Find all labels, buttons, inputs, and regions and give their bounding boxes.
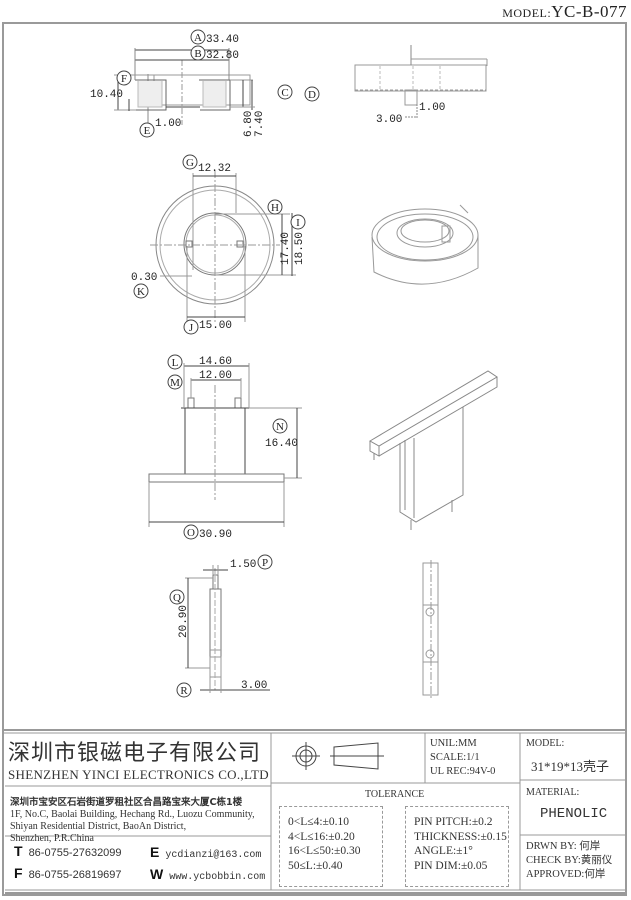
- dim-H: 17.40: [280, 232, 292, 265]
- email-icon: E: [150, 844, 160, 860]
- label-G: G: [186, 157, 194, 169]
- dim-P: 1.50: [230, 559, 256, 571]
- top-view: [150, 170, 296, 322]
- dim-D: 7.40: [254, 111, 266, 137]
- dim-C: 6.80: [243, 111, 255, 137]
- tolerance-row: PIN DIM:±0.05: [414, 859, 488, 872]
- clip-side-view: [185, 565, 270, 693]
- fax-number: 86-0755-26819697: [28, 869, 122, 881]
- model-prefix: MODEL:: [502, 6, 552, 20]
- title-block-grid: [4, 729, 625, 894]
- dim-pin-width: 1.00: [419, 102, 445, 114]
- dim-F: 10.40: [90, 89, 123, 101]
- label-F: F: [121, 73, 127, 85]
- phone-icon: T: [14, 843, 23, 859]
- fax-icon: F: [14, 865, 23, 881]
- dim-E: 1.00: [155, 118, 181, 130]
- label-R: R: [180, 685, 188, 697]
- company-name-cn: 深圳市银磁电子有限公司: [8, 741, 262, 766]
- label-L: L: [172, 357, 179, 369]
- drawing-frame: [2, 22, 627, 896]
- address-line-1: 1F, No.C, Baolai Building, Hechang Rd., …: [10, 809, 255, 820]
- label-B: B: [194, 48, 201, 60]
- tolerance-title: TOLERANCE: [365, 789, 425, 800]
- dim-I: 18.50: [294, 232, 306, 265]
- label-H: H: [271, 202, 279, 214]
- drawn-by: DRWN BY: 何岸: [526, 841, 601, 852]
- label-D: D: [308, 89, 316, 101]
- label-Q: Q: [173, 592, 181, 604]
- fax-line: F 86-0755-26819697: [14, 865, 122, 881]
- address-line-2: Shiyan Residential District, BaoAn Distr…: [10, 821, 187, 832]
- company-name-en: SHENZHEN YINCI ELECTRONICS CO.,LTD: [8, 767, 269, 782]
- ring-isometric: [371, 204, 479, 285]
- callout-labels: [116, 29, 320, 698]
- model-label: MODEL:: [526, 738, 565, 749]
- dim-K: 0.30: [131, 272, 157, 284]
- clip-isometric: [368, 370, 498, 530]
- tolerance-misc: PIN PITCH:±0.2 THICKNESS:±0.15 ANGLE:±1°…: [405, 806, 509, 887]
- tolerance-row: 16<L≤50:±0.30: [288, 845, 361, 857]
- material-label: MATERIAL:: [526, 787, 580, 798]
- tolerance-row: PIN PITCH:±0.2: [414, 816, 493, 828]
- address-line-3: Shenzhen, P.R.China: [10, 833, 94, 844]
- clip-side-view-2: [422, 560, 439, 700]
- website[interactable]: www.ycbobbin.com: [169, 872, 266, 883]
- label-E: E: [144, 125, 151, 137]
- label-J: J: [189, 322, 194, 334]
- dim-N: 16.40: [265, 438, 298, 450]
- model-header: MODEL:YC-B-077: [502, 2, 627, 22]
- dim-R: 3.00: [241, 680, 267, 692]
- scale: SCALE:1/1: [430, 752, 480, 763]
- projection-symbol-icon: [292, 742, 384, 770]
- dim-O: 30.90: [199, 529, 232, 541]
- dim-Q: 20.90: [178, 605, 190, 638]
- label-O: O: [187, 527, 195, 539]
- label-C: C: [281, 87, 288, 99]
- tolerance-length: 0<L≤4:±0.10 4<L≤16:±0.20 16<L≤50:±0.30 5…: [279, 806, 383, 887]
- tolerance-row: ANGLE:±1°: [414, 845, 473, 857]
- model-value: YC-B-077: [551, 2, 627, 21]
- dim-G: 12.32: [198, 163, 231, 175]
- ul-rec: UL REC:94V-0: [430, 766, 496, 777]
- tolerance-row: 0<L≤4:±0.10: [288, 816, 349, 828]
- dim-pin-length: 3.00: [376, 114, 402, 126]
- label-P: P: [262, 557, 268, 569]
- unit-info: UNIL:MM SCALE:1/1 UL REC:94V-0: [430, 737, 495, 779]
- sign-off: DRWN BY: 何岸 CHECK BY:黄丽仪 APPROVED:何岸: [526, 840, 612, 882]
- label-N: N: [276, 421, 284, 433]
- label-A: A: [194, 32, 202, 44]
- email-address[interactable]: ycdianzi@163.com: [165, 850, 262, 861]
- dim-L: 14.60: [199, 356, 232, 368]
- checked-by: CHECK BY:黄丽仪: [526, 855, 613, 866]
- address-cn: 深圳市宝安区石岩街道罗租社区合昌路宝来大厦C栋1楼: [10, 797, 243, 808]
- front-view: [114, 48, 255, 130]
- company-address: 深圳市宝安区石岩街道罗租社区合昌路宝来大厦C栋1楼 1F, No.C, Baol…: [10, 797, 255, 845]
- web-icon: W: [150, 866, 164, 882]
- tel-number: 86-0755-27632099: [28, 847, 122, 859]
- tel-line: T 86-0755-27632099: [14, 843, 122, 859]
- dim-J: 15.00: [199, 320, 232, 332]
- unit: UNIL:MM: [430, 738, 477, 749]
- label-K: K: [137, 286, 145, 298]
- material-value: PHENOLIC: [540, 806, 608, 822]
- tolerance-row: THICKNESS:±0.15: [414, 830, 507, 843]
- approved-by: APPROVED:何岸: [526, 869, 606, 880]
- tolerance-row: 50≤L:±0.40: [288, 859, 343, 872]
- side-view: [354, 45, 488, 118]
- label-I: I: [296, 217, 300, 229]
- clip-front-view: [148, 363, 302, 527]
- dim-A: 33.40: [206, 34, 239, 46]
- model-value: 31*19*13壳子: [531, 759, 610, 774]
- label-M: M: [170, 377, 180, 389]
- dim-B: 32.80: [206, 50, 239, 62]
- dim-M: 12.00: [199, 370, 232, 382]
- tolerance-row: 4<L≤16:±0.20: [288, 830, 355, 843]
